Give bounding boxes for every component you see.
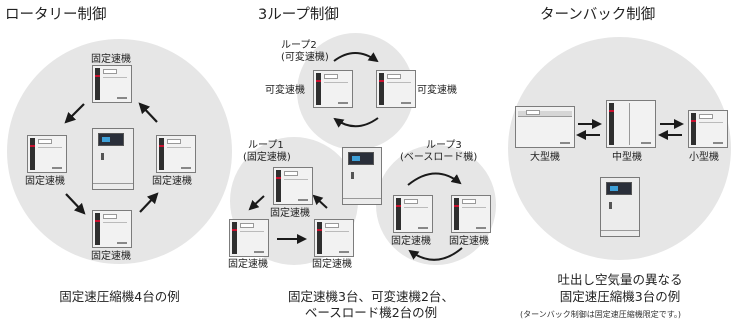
- loop3-compressor-left: [393, 195, 433, 233]
- turnback-compressor-medium: [606, 100, 656, 148]
- rotary-compressor-left: [27, 135, 67, 173]
- loop1-compressor-top: [273, 167, 313, 205]
- loop2-arrow-bottom: [333, 117, 379, 128]
- turnback-note: (ターンバック制御は固定速圧縮機限定です。): [520, 310, 682, 319]
- turnback-title: ターンバック制御: [540, 7, 656, 23]
- rotary-control-panel: [92, 128, 134, 190]
- turnback-small-label: 小型機: [689, 152, 719, 163]
- loop3-caption-line1: 固定速機3台、可変速機2台、: [288, 289, 454, 304]
- loop2-label-line1: ループ2: [281, 40, 317, 51]
- turnback-caption-line1: 吐出し空気量の異なる: [557, 272, 683, 287]
- loop2-compressor-left: [313, 70, 353, 108]
- turnback-control-panel: [600, 177, 640, 237]
- loop1-arrow-upper-right: [312, 194, 328, 209]
- loop2-compressor-right: [376, 70, 416, 108]
- turnback-compressor-large: [515, 106, 575, 148]
- loop1-compressor-bottom-right: [314, 219, 354, 257]
- loop3-compressor-right: [451, 195, 491, 233]
- rotary-arrow-bottom-left: [65, 193, 86, 215]
- loop1-fixed-bottom-left-label: 固定速機: [228, 259, 268, 270]
- loop2-variable-right-label: 可変速機: [417, 85, 457, 96]
- loop3-caption-line2: ベースロード機2台の例: [304, 305, 438, 320]
- rotary-label-left: 固定速機: [25, 176, 65, 187]
- loop3-arrow-bottom: [408, 247, 463, 261]
- rotary-compressor-top: [92, 65, 132, 103]
- rotary-compressor-right: [156, 135, 196, 173]
- rotary-arrow-top-left: [64, 103, 85, 124]
- loop2-label-line2: (可変速機): [281, 52, 329, 63]
- loop1-label-line1: ループ1: [248, 140, 284, 151]
- loop1-arrow-upper-left: [248, 195, 265, 211]
- turnback-compressor-small: [688, 110, 728, 148]
- turnback-large-label: 大型機: [530, 152, 560, 163]
- loop3-base-left-label: 固定速機: [391, 236, 431, 247]
- loop1-compressor-bottom-left: [229, 219, 269, 257]
- loop3-base-right-label: 固定速機: [449, 236, 489, 247]
- loop3-title: 3ループ制御: [258, 7, 339, 23]
- rotary-arrow-bottom-right: [139, 192, 159, 213]
- rotary-caption: 固定速圧縮機4台の例: [59, 289, 180, 304]
- loop2-variable-left-label: 可変速機: [265, 85, 305, 96]
- rotary-compressor-bottom: [92, 210, 132, 248]
- loop3-control-panel: [342, 147, 382, 205]
- loop3-arrow-top: [407, 172, 462, 186]
- loop1-fixed-bottom-right-label: 固定速機: [312, 259, 352, 270]
- loop1-fixed-top-label: 固定速機: [270, 208, 310, 219]
- rotary-label-top: 固定速機: [91, 54, 131, 65]
- loop1-label-line2: (固定速機): [243, 152, 291, 163]
- loop2-arrow-top: [333, 52, 379, 63]
- rotary-arrow-top-right: [138, 102, 158, 123]
- loop3-label-line1: ループ3: [426, 140, 462, 151]
- rotary-label-right: 固定速機: [152, 176, 192, 187]
- loop3-label-line2: (ベースロード機): [400, 152, 478, 163]
- turnback-caption-line2: 固定速圧縮機3台の例: [559, 289, 681, 304]
- rotary-title: ロータリー制御: [5, 7, 107, 23]
- rotary-label-bottom: 固定速機: [91, 251, 131, 262]
- turnback-medium-label: 中型機: [612, 152, 642, 163]
